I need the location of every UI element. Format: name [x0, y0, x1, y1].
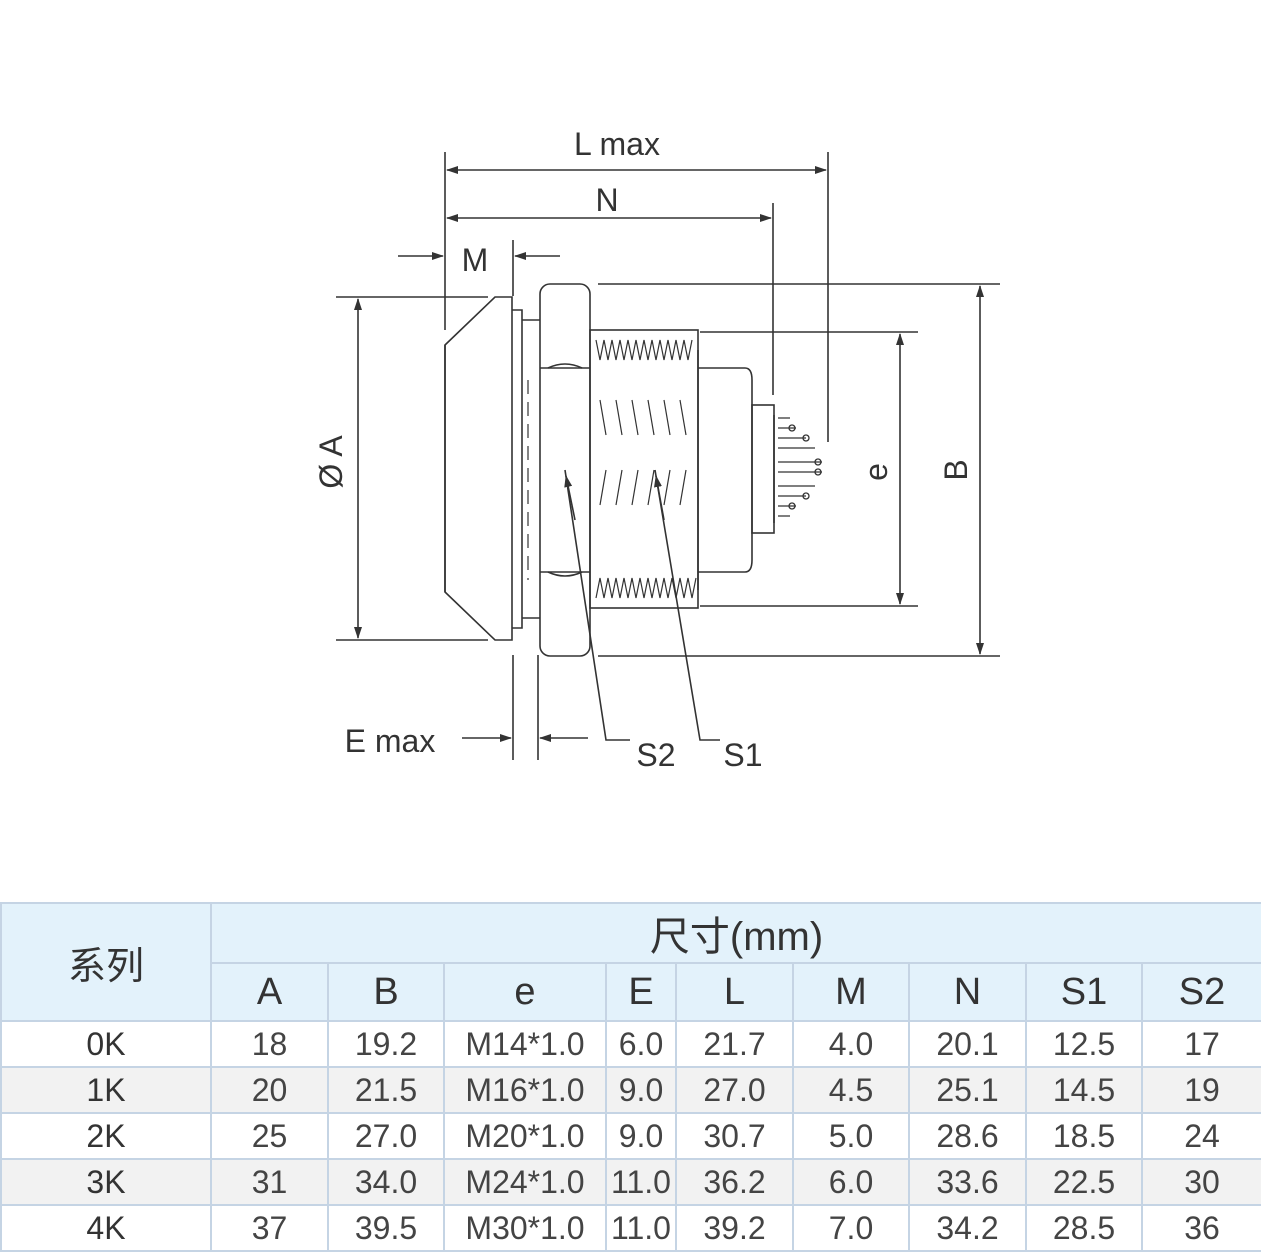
value-cell: 25: [210, 1112, 329, 1160]
value-cell: 7.0: [792, 1204, 910, 1252]
column-header: N: [908, 962, 1027, 1022]
column-header: M: [792, 962, 910, 1022]
value-cell: 19.2: [327, 1020, 445, 1068]
value-cell: 11.0: [605, 1204, 677, 1252]
value-cell: 27.0: [675, 1066, 794, 1114]
value-cell: 24: [1140, 1112, 1261, 1160]
series-cell: 2K: [0, 1112, 212, 1160]
column-header: B: [327, 962, 445, 1022]
value-cell: 9.0: [605, 1066, 677, 1114]
value-cell: 19: [1140, 1066, 1261, 1114]
value-cell: 28.5: [1025, 1204, 1143, 1252]
label-dia-a: Ø A: [313, 435, 349, 489]
value-cell: 34.0: [327, 1158, 445, 1206]
value-cell: M30*1.0: [443, 1204, 607, 1252]
value-cell: M24*1.0: [443, 1158, 607, 1206]
connector-dimension-drawing: L max N M Ø A e B E max S2 S1: [313, 126, 1000, 773]
value-cell: 14.5: [1025, 1066, 1143, 1114]
value-cell: M14*1.0: [443, 1020, 607, 1068]
value-cell: 27.0: [327, 1112, 445, 1160]
value-cell: 30: [1140, 1158, 1261, 1206]
value-cell: 30.7: [675, 1112, 794, 1160]
value-cell: 34.2: [908, 1204, 1027, 1252]
value-cell: 9.0: [605, 1112, 677, 1160]
label-l-max: L max: [574, 126, 660, 162]
series-cell: 1K: [0, 1066, 212, 1114]
series-cell: 0K: [0, 1020, 212, 1068]
value-cell: 36.2: [675, 1158, 794, 1206]
value-cell: 20.1: [908, 1020, 1027, 1068]
value-cell: 25.1: [908, 1066, 1027, 1114]
value-cell: M20*1.0: [443, 1112, 607, 1160]
column-header: S1: [1025, 962, 1143, 1022]
value-cell: 31: [210, 1158, 329, 1206]
value-cell: 4.5: [792, 1066, 910, 1114]
value-cell: 17: [1140, 1020, 1261, 1068]
value-cell: 6.0: [792, 1158, 910, 1206]
value-cell: 22.5: [1025, 1158, 1143, 1206]
value-cell: 37: [210, 1204, 329, 1252]
value-cell: 18: [210, 1020, 329, 1068]
value-cell: 39.5: [327, 1204, 445, 1252]
label-e-max: E max: [345, 723, 436, 759]
value-cell: 4.0: [792, 1020, 910, 1068]
value-cell: 12.5: [1025, 1020, 1143, 1068]
value-cell: 39.2: [675, 1204, 794, 1252]
value-cell: 28.6: [908, 1112, 1027, 1160]
series-header: 系列: [0, 902, 212, 1022]
label-e-thread: e: [858, 463, 894, 481]
column-header: S2: [1140, 962, 1261, 1022]
label-n: N: [595, 182, 618, 218]
value-cell: 21.5: [327, 1066, 445, 1114]
value-cell: 33.6: [908, 1158, 1027, 1206]
value-cell: 5.0: [792, 1112, 910, 1160]
value-cell: 36: [1140, 1204, 1261, 1252]
value-cell: 6.0: [605, 1020, 677, 1068]
column-header: L: [675, 962, 794, 1022]
value-cell: 18.5: [1025, 1112, 1143, 1160]
value-cell: 11.0: [605, 1158, 677, 1206]
value-cell: M16*1.0: [443, 1066, 607, 1114]
label-m: M: [462, 242, 489, 278]
column-header: E: [605, 962, 677, 1022]
series-cell: 3K: [0, 1158, 212, 1206]
value-cell: 20: [210, 1066, 329, 1114]
series-cell: 4K: [0, 1204, 212, 1252]
label-b: B: [938, 459, 974, 480]
value-cell: 21.7: [675, 1020, 794, 1068]
label-s1: S1: [723, 737, 762, 773]
column-header: A: [210, 962, 329, 1022]
label-s2: S2: [636, 737, 675, 773]
dimension-unit-header: 尺寸(mm): [209, 902, 1261, 964]
column-header: e: [443, 962, 607, 1022]
